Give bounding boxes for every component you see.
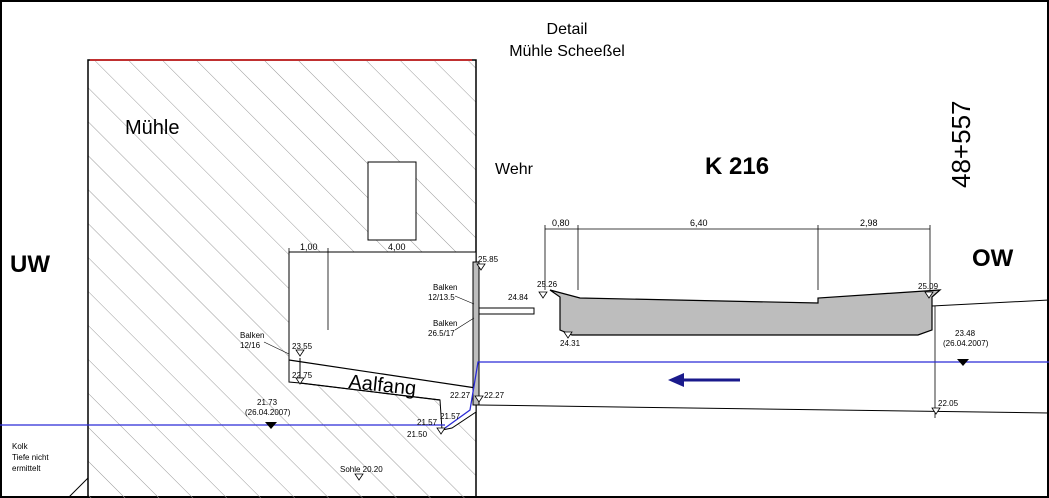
balken-2-line2: 26.5/17 xyxy=(428,329,455,338)
riverbed-line xyxy=(477,404,1049,414)
dimension-mill: 1,00 4,00 xyxy=(288,242,477,330)
label-uw: UW xyxy=(10,251,50,278)
balken-3-leader xyxy=(263,341,290,355)
arrow-left-icon xyxy=(668,373,740,387)
water-line-upstream xyxy=(444,361,1049,429)
water-level-icon xyxy=(265,359,969,429)
level-22-05: 22.05 xyxy=(938,399,959,408)
bank-line-bottom-left xyxy=(67,477,89,498)
level-21-73-date: (26.04.2007) xyxy=(245,408,291,417)
balken-2-leader xyxy=(454,317,475,331)
level-22-75: 22.75 xyxy=(292,371,313,380)
title-line1: Detail xyxy=(547,21,588,38)
level-25-85: 25.85 xyxy=(478,255,499,264)
label-k216: K 216 xyxy=(705,153,769,180)
bridge-deck xyxy=(549,289,942,336)
dim-1-00: 1,00 xyxy=(300,242,318,252)
level-21-57-b: 21.57 xyxy=(440,412,461,421)
weir-post xyxy=(472,261,480,406)
triangle-down-icon xyxy=(295,263,941,481)
balken-1-line2: 12/13.5 xyxy=(428,293,455,302)
weir-beam xyxy=(478,307,535,315)
title-line2: Mühle Scheeßel xyxy=(509,43,625,60)
label-sohle: Sohle 20.20 xyxy=(340,465,383,474)
level-23-48: 23.48 xyxy=(955,329,976,338)
dim-2-98: 2,98 xyxy=(860,218,878,228)
balken-1-line1: Balken xyxy=(433,283,457,292)
dimension-bridge: 0,80 6,40 2,98 xyxy=(544,218,931,290)
level-22-27-b: 22.27 xyxy=(484,391,505,400)
balken-2-line1: Balken xyxy=(433,319,457,328)
upper-bank-line xyxy=(931,299,1049,307)
label-ow: OW xyxy=(972,245,1014,272)
label-kolk-1: Kolk xyxy=(12,442,29,451)
level-25-26: 25.26 xyxy=(537,280,558,289)
dim-6-40: 6,40 xyxy=(690,218,708,228)
level-21-73: 21.73 xyxy=(257,398,278,407)
label-kolk-2: Tiefe nicht xyxy=(12,453,49,462)
level-22-27-a: 22.27 xyxy=(450,391,471,400)
balken-3-line1: Balken xyxy=(240,331,264,340)
level-24-31: 24.31 xyxy=(560,339,581,348)
label-muehle: Mühle xyxy=(125,117,179,139)
level-23-48-date: (26.04.2007) xyxy=(943,339,989,348)
level-21-50: 21.50 xyxy=(407,430,428,439)
dim-4-00: 4,00 xyxy=(388,242,406,252)
level-21-57-a: 21.57 xyxy=(417,418,438,427)
level-23-55: 23.55 xyxy=(292,342,313,351)
label-station: 48+557 xyxy=(946,101,976,188)
balken-1-leader xyxy=(454,295,475,305)
balken-3-line2: 12/16 xyxy=(240,341,261,350)
level-25-09: 25.09 xyxy=(918,282,939,291)
label-wehr: Wehr xyxy=(495,161,534,178)
mill-window xyxy=(367,161,417,241)
label-kolk-3: ermittelt xyxy=(12,464,41,473)
dim-0-80: 0,80 xyxy=(552,218,570,228)
level-24-84: 24.84 xyxy=(508,293,529,302)
